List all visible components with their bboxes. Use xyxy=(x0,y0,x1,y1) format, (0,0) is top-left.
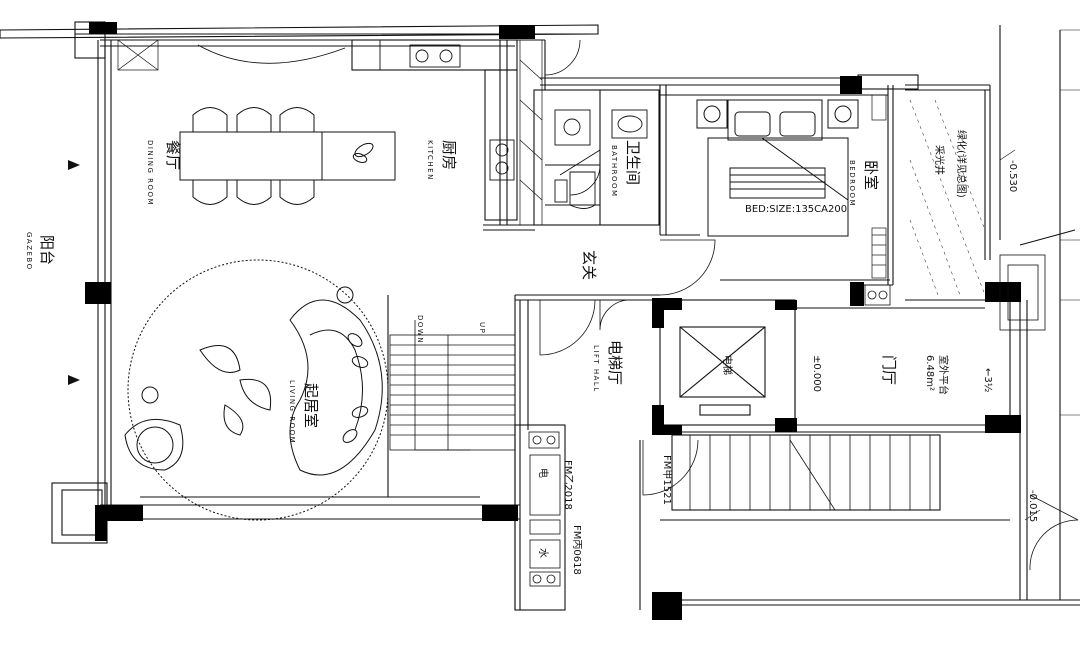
boxes xyxy=(528,254,1046,587)
arrow-note: ←3½ xyxy=(982,368,994,393)
kitchen-fixtures xyxy=(197,40,515,181)
bed-size-note: BED:SIZE:135CA200 xyxy=(745,204,847,215)
foyer-label-cn: 玄关 xyxy=(580,250,598,280)
kitchen-label-en: KITCHEN xyxy=(426,140,434,181)
pillars xyxy=(85,22,1021,620)
dining-label-cn: 餐厅 xyxy=(164,140,182,170)
outdoor-platform-label: 室外平台 xyxy=(937,355,950,395)
living-label-en: LIVING ROOM xyxy=(288,380,296,444)
gazebo-label-en: GAZEBO xyxy=(25,232,33,271)
dining-table xyxy=(179,107,396,205)
kitchen-label-cn: 厨房 xyxy=(440,140,458,170)
living-furniture xyxy=(124,259,389,521)
bath-label-cn: 卫生间 xyxy=(624,140,642,185)
bedroom-label-en: BEDROOM xyxy=(848,160,856,207)
hatched-walls xyxy=(117,39,887,279)
bed xyxy=(696,99,859,237)
elec-box-label: 电 xyxy=(537,468,550,478)
gate-label-cn: 门厅 xyxy=(880,355,898,385)
dining-label-en: DINING ROOM xyxy=(146,140,154,206)
bath-label-en: BATHROOM xyxy=(610,145,618,198)
platform-area-label: 6.48m² xyxy=(924,355,935,391)
bathroom-fixtures xyxy=(554,109,648,209)
level-main: ±0.000 xyxy=(811,355,822,392)
bedroom-label-cn: 卧室 xyxy=(862,160,880,190)
elevator-label-cn: 电梯 xyxy=(721,355,734,375)
doors xyxy=(539,39,1079,571)
garden-note-label: 绿化(详见总图) xyxy=(955,130,968,198)
stairs-lower xyxy=(689,435,931,511)
fire-door-a: FM甲1521 xyxy=(661,455,672,505)
living-label-cn: 起居室 xyxy=(302,383,320,428)
gazebo-label-cn: 阳台 xyxy=(38,235,56,265)
stair-up-label: UP xyxy=(478,322,486,334)
planter-hatch xyxy=(909,99,986,296)
stairs-main xyxy=(389,320,516,451)
water-box-label: 水 xyxy=(537,548,549,558)
fire-door-b: FM乙2018 xyxy=(562,460,574,510)
glass-roof-label: 采光井 xyxy=(933,145,946,175)
lift-label-en: LIFT HALL xyxy=(592,345,600,393)
level-right: -0.015 xyxy=(1027,490,1038,522)
entry-arrows xyxy=(68,160,80,385)
level-left: -0.530 xyxy=(1007,160,1018,192)
dimension-marks xyxy=(999,29,1080,521)
fire-door-c: FM丙0618 xyxy=(571,525,582,575)
lift-label-cn: 电梯厅 xyxy=(606,340,624,385)
stair-down-label: DOWN xyxy=(416,315,424,344)
